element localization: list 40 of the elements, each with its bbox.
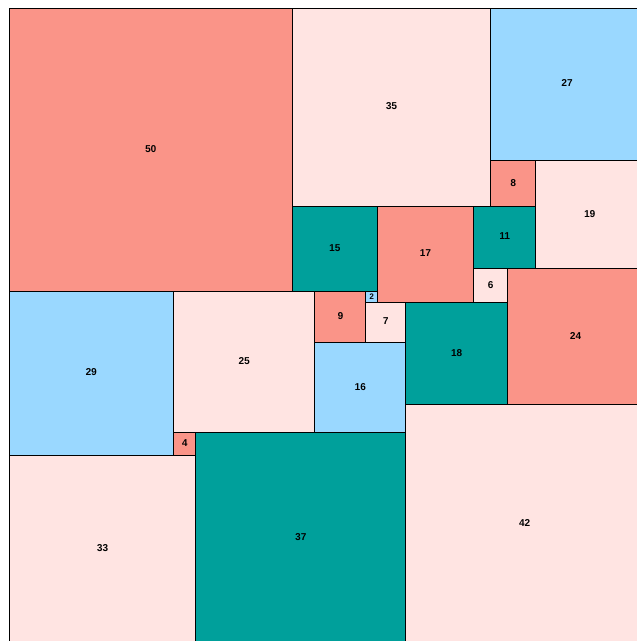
square-tile — [490, 8, 637, 162]
square-tile — [473, 206, 536, 270]
size-label: 35 — [386, 102, 397, 112]
size-label: 37 — [295, 532, 306, 543]
square-tile — [490, 160, 536, 207]
size-label: 18 — [450, 348, 462, 359]
square-tile — [314, 290, 366, 343]
size-label: 24 — [570, 332, 582, 342]
size-label: 42 — [518, 518, 530, 528]
square-tile — [195, 432, 406, 641]
size-label: 8 — [510, 178, 516, 189]
square-tile — [8, 8, 293, 292]
square-tile — [292, 206, 378, 292]
square-tile — [314, 342, 406, 434]
square-tile — [365, 302, 406, 343]
size-label: 15 — [329, 244, 340, 254]
square-tile — [405, 404, 637, 641]
size-label: 7 — [382, 317, 388, 328]
square-tile — [172, 290, 316, 434]
size-label: 9 — [338, 312, 344, 322]
size-label: 25 — [238, 357, 250, 368]
square-tile — [507, 268, 637, 406]
square-tile — [405, 302, 508, 406]
size-label: 33 — [96, 544, 108, 554]
size-label: 16 — [354, 382, 366, 393]
size-label: 27 — [561, 79, 573, 90]
size-label: 11 — [499, 232, 510, 242]
size-label: 2 — [369, 292, 374, 301]
size-label: 17 — [420, 249, 431, 260]
size-label: 6 — [488, 280, 494, 291]
size-label: 29 — [86, 368, 97, 378]
size-label: 50 — [145, 144, 156, 155]
square-tile — [376, 206, 474, 304]
square-tile — [8, 455, 196, 641]
size-label: 19 — [584, 210, 596, 220]
square-tile — [473, 268, 508, 304]
square-tile — [535, 160, 637, 270]
size-label: 4 — [182, 439, 188, 450]
square-tile — [8, 290, 174, 456]
square-tile — [292, 8, 492, 207]
